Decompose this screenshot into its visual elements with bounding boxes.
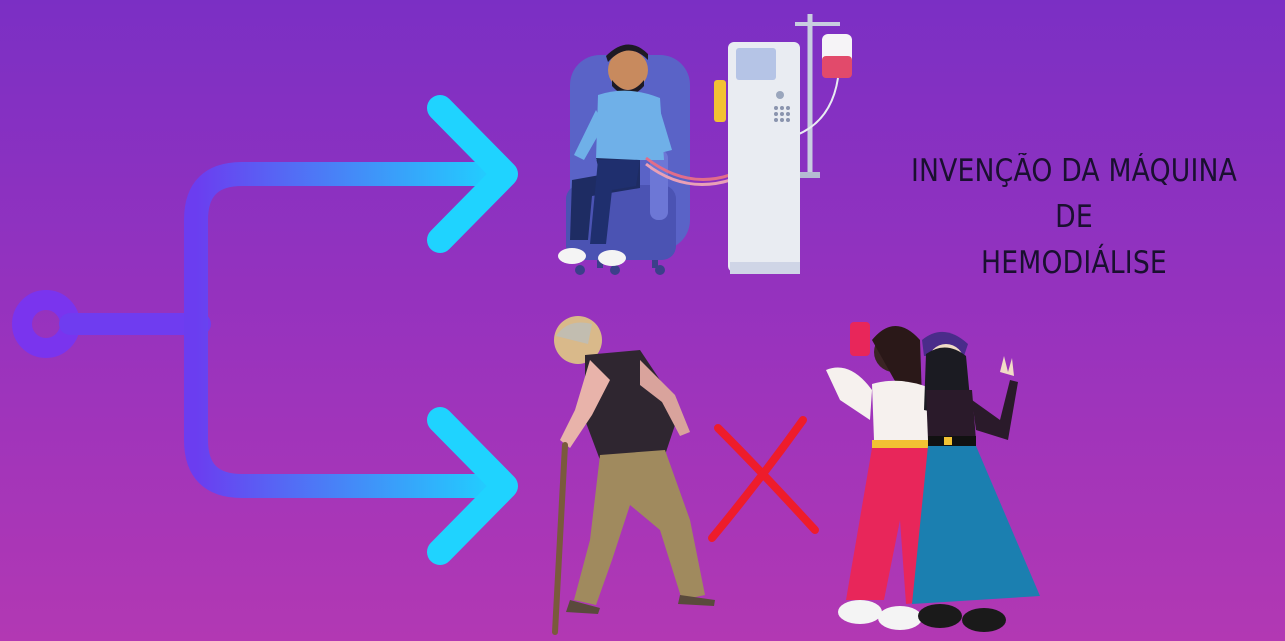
cross-out-icon: [712, 420, 815, 538]
dialysis-patient-icon: [558, 14, 852, 275]
branch-connector: [22, 108, 505, 552]
caption-line-1: INVENÇÃO DA MÁQUINA DE: [897, 148, 1251, 240]
branch-path-top: [196, 174, 500, 324]
branch-path-bottom: [196, 324, 500, 486]
caption-line-2: HEMODIÁLISE: [897, 240, 1251, 286]
young-women-selfie-icon: [826, 322, 1040, 632]
elderly-man-with-cane-icon: [554, 316, 715, 632]
caption-hemodialysis-invention: INVENÇÃO DA MÁQUINA DE HEMODIÁLISE: [897, 148, 1251, 286]
